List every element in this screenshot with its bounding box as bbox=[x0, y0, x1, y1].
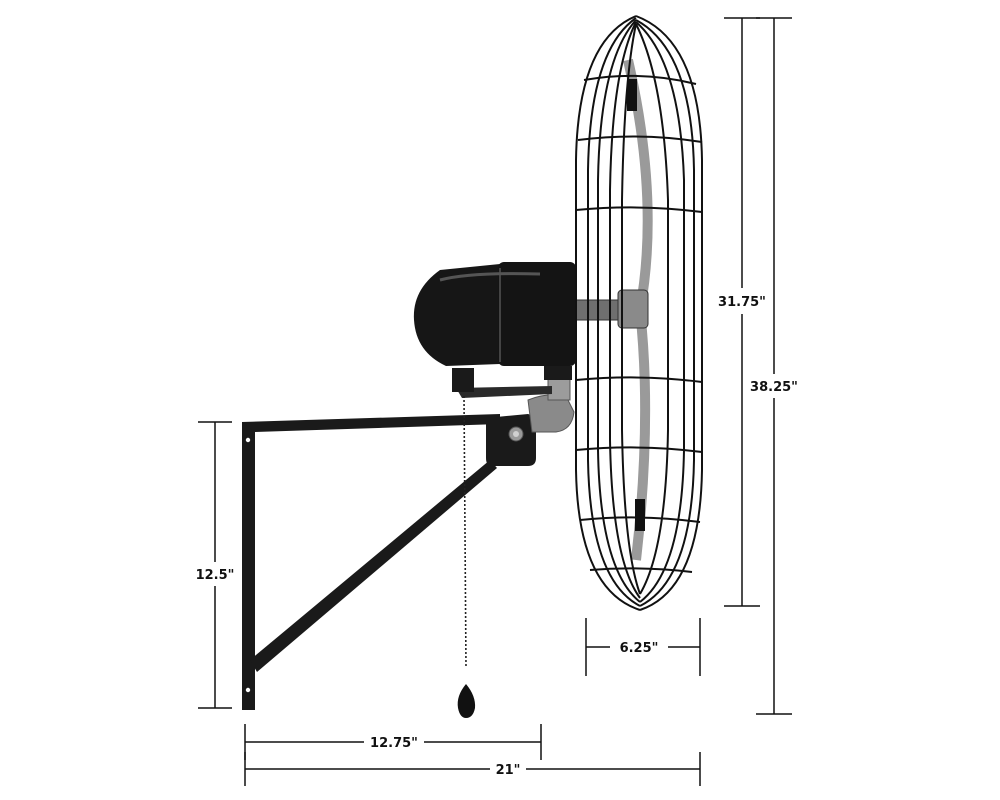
bracket-joint-plate bbox=[486, 414, 536, 466]
grille-wire-7 bbox=[635, 23, 669, 595]
bracket-wall-plate bbox=[242, 422, 255, 710]
grille-wire-4 bbox=[621, 23, 641, 595]
motor-base bbox=[544, 366, 572, 380]
grille-clip-top bbox=[627, 79, 637, 111]
grille-wire-3 bbox=[609, 21, 641, 599]
grille-front-outline bbox=[635, 15, 703, 611]
label-total-height: 38.25" bbox=[750, 380, 798, 395]
grille-ring-7 bbox=[589, 567, 693, 573]
tilt-arm bbox=[456, 386, 552, 398]
bracket-top-arm bbox=[242, 414, 500, 432]
motor-shaft bbox=[575, 299, 623, 321]
grille-wire-1 bbox=[587, 17, 641, 607]
wall-bracket bbox=[242, 377, 575, 710]
label-bracket-depth: 12.75" bbox=[370, 736, 418, 751]
bracket-screw-hole-top bbox=[245, 437, 251, 443]
grille-back-outline bbox=[575, 15, 641, 611]
label-grille-depth: 6.25" bbox=[620, 641, 659, 656]
fan-grille bbox=[575, 15, 703, 611]
grille-ring-3 bbox=[575, 206, 703, 213]
motor-highlight bbox=[439, 272, 541, 282]
grille-ring-1 bbox=[583, 74, 697, 85]
grille-wire-2 bbox=[597, 19, 641, 603]
bracket-screw-hole-bottom bbox=[245, 687, 251, 693]
label-bracket-height: 12.5" bbox=[196, 568, 235, 583]
pull-chain bbox=[457, 395, 476, 718]
fan-hub bbox=[617, 289, 649, 329]
motor-body bbox=[498, 262, 576, 366]
bracket-bolt-center bbox=[513, 431, 519, 437]
grille-wire-6 bbox=[635, 19, 695, 607]
grille-clip-bottom bbox=[635, 499, 645, 531]
motor-housing bbox=[413, 262, 623, 392]
grille-ring-4 bbox=[575, 376, 703, 383]
motor-rear-dome bbox=[413, 264, 500, 366]
grille-wire-5 bbox=[635, 21, 685, 603]
swivel-knuckle bbox=[527, 394, 575, 433]
label-grille-height: 31.75" bbox=[718, 295, 766, 310]
dimension-lines bbox=[198, 17, 792, 786]
pull-chain-links bbox=[463, 395, 467, 669]
label-total-depth: 21" bbox=[496, 763, 521, 778]
dimension-labels: 38.25" 31.75" 12.5" 6.25" 12.75" 21" bbox=[196, 295, 798, 778]
grille-ring-2 bbox=[577, 135, 703, 143]
motor-mount-block bbox=[452, 368, 474, 392]
bracket-diagonal-brace bbox=[250, 460, 497, 672]
pull-chain-handle bbox=[457, 684, 476, 718]
grille-ring-5 bbox=[575, 446, 703, 453]
